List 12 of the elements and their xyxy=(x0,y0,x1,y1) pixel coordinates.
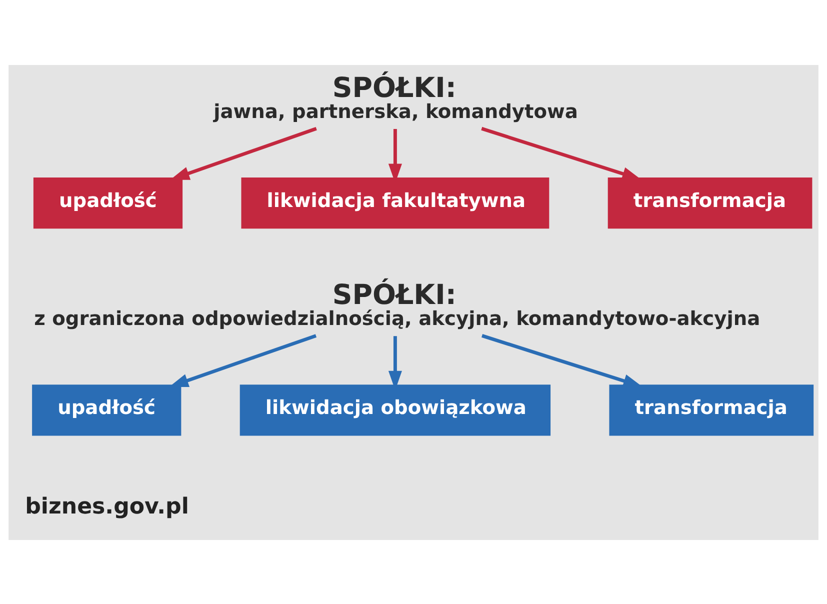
arrow xyxy=(169,334,317,387)
label: biznes.gov.pl xyxy=(25,492,189,519)
node-box: transformacja xyxy=(609,384,814,436)
node-text: SPÓŁKI: z ograniczona odpowiedzialnością, akcyjna, komandytowo-akcyjna xyxy=(34,277,760,330)
arrow xyxy=(170,126,317,180)
node-box: likwidacja obowiązkowa xyxy=(240,384,551,436)
node-box: upadłość xyxy=(33,177,183,228)
node-box: likwidacja fakultatywna xyxy=(241,177,550,228)
node-text: SPÓŁKI: jawna, partnerska, komandytowa xyxy=(214,70,578,122)
arrow xyxy=(482,334,643,387)
node-box: transformacja xyxy=(608,177,812,228)
node-box: upadłość xyxy=(32,384,182,436)
